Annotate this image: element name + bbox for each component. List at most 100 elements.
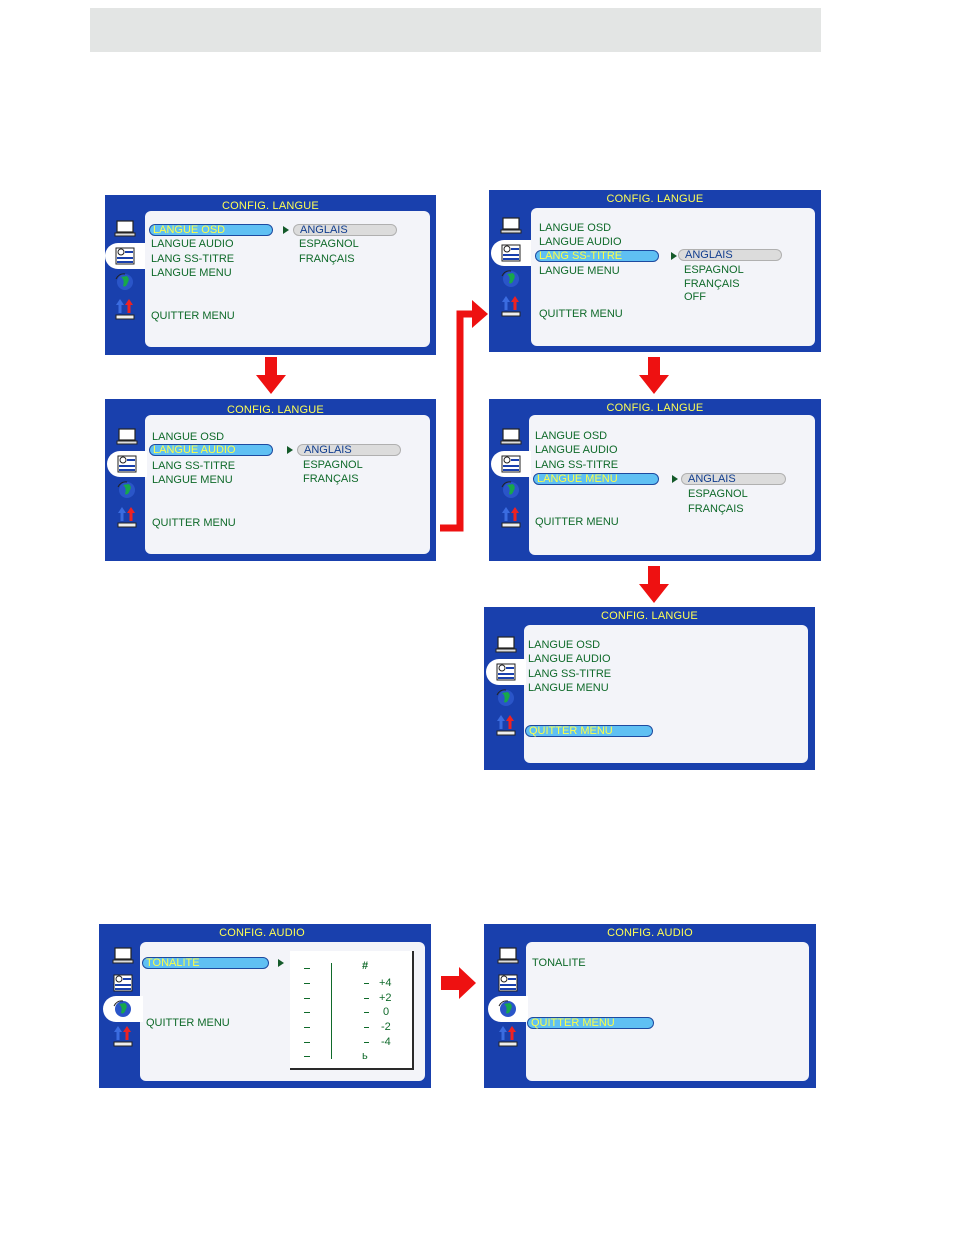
menu-item-lang-ss-titre[interactable]: LANG SS-TITRE	[535, 250, 659, 262]
selection-arrow-icon	[671, 252, 677, 260]
monitor-icon[interactable]	[103, 944, 143, 970]
menu-panel	[524, 625, 808, 763]
selection-arrow-icon	[278, 959, 284, 967]
globe-icon[interactable]	[486, 685, 526, 711]
screen-langue-osd: CONFIG. LANGUE LANGUE OSD LANGUE AUDIO L…	[105, 195, 436, 355]
menu-item-langue-audio[interactable]: LANGUE AUDIO	[149, 444, 273, 456]
person-list-icon[interactable]	[491, 240, 531, 266]
screen-langue-audio: CONFIG. LANGUE LANGUE OSD LANGUE AUDIO L…	[105, 399, 436, 561]
globe-icon[interactable]	[491, 477, 531, 503]
menu-item-quitter-menu[interactable]: QUITTER MENU	[152, 517, 236, 529]
option-espagnol[interactable]: ESPAGNOL	[688, 488, 748, 500]
speaker-arrows-icon[interactable]	[103, 1022, 143, 1048]
person-list-icon[interactable]	[486, 659, 526, 685]
menu-item-langue-osd[interactable]: LANGUE OSD	[528, 639, 601, 651]
globe-icon[interactable]	[105, 269, 145, 295]
speaker-arrows-icon[interactable]	[486, 711, 526, 737]
menu-item-lang-ss-titre[interactable]: LANG SS-TITRE	[528, 668, 612, 680]
selection-arrow-icon	[287, 446, 293, 454]
menu-item-quitter-menu[interactable]: QUITTER MENU	[151, 310, 235, 322]
menu-item-lang-ss-titre[interactable]: LANG SS-TITRE	[152, 460, 236, 472]
monitor-icon[interactable]	[105, 217, 145, 243]
screen-title: CONFIG. LANGUE	[227, 404, 324, 416]
option-francais[interactable]: FRANÇAIS	[688, 503, 744, 515]
menu-item-langue-menu[interactable]: LANGUE MENU	[528, 682, 609, 694]
screen-audio-tonalite: CONFIG. AUDIO TONALITE QUITTER MENU # +4…	[99, 924, 431, 1088]
speaker-arrows-icon[interactable]	[488, 1022, 528, 1048]
monitor-icon[interactable]	[491, 425, 531, 451]
menu-item-langue-osd[interactable]: LANGUE OSD	[535, 430, 608, 442]
eq-level-plus2: +2	[379, 992, 392, 1004]
menu-item-langue-menu[interactable]: LANGUE MENU	[152, 474, 233, 486]
menu-panel	[145, 415, 430, 554]
menu-item-langue-audio[interactable]: LANGUE AUDIO	[151, 238, 234, 250]
eq-tick	[304, 1027, 310, 1028]
menu-item-langue-audio[interactable]: LANGUE AUDIO	[535, 444, 618, 456]
menu-item-quitter-menu[interactable]: QUITTER MENU	[525, 725, 653, 737]
globe-icon[interactable]	[488, 996, 528, 1022]
person-list-icon[interactable]	[105, 243, 145, 269]
option-francais[interactable]: FRANÇAIS	[299, 253, 355, 265]
menu-item-langue-menu[interactable]: LANGUE MENU	[533, 473, 659, 485]
monitor-icon[interactable]	[107, 425, 147, 451]
eq-level-minus2: -2	[381, 1021, 391, 1033]
header-bar	[90, 8, 821, 52]
option-anglais[interactable]: ANGLAIS	[681, 473, 786, 485]
person-list-icon[interactable]	[103, 970, 143, 996]
option-anglais[interactable]: ANGLAIS	[293, 224, 397, 236]
menu-item-quitter-menu[interactable]: QUITTER MENU	[539, 308, 623, 320]
globe-icon[interactable]	[107, 477, 147, 503]
globe-icon[interactable]	[103, 996, 143, 1022]
menu-item-langue-audio[interactable]: LANGUE AUDIO	[528, 653, 611, 665]
menu-item-tonalite[interactable]: TONALITE	[142, 957, 269, 969]
flow-connector-arrow-icon	[440, 300, 488, 532]
option-espagnol[interactable]: ESPAGNOL	[299, 238, 359, 250]
menu-item-langue-menu[interactable]: LANGUE MENU	[151, 267, 232, 279]
flow-arrow-down-icon	[639, 566, 669, 603]
person-list-icon[interactable]	[107, 451, 147, 477]
eq-tick	[364, 1027, 369, 1028]
option-francais[interactable]: FRANÇAIS	[303, 473, 359, 485]
globe-icon[interactable]	[491, 266, 531, 292]
monitor-icon[interactable]	[491, 214, 531, 240]
menu-item-quitter-menu[interactable]: QUITTER MENU	[535, 516, 619, 528]
monitor-icon[interactable]	[488, 944, 528, 970]
option-anglais[interactable]: ANGLAIS	[678, 249, 782, 261]
screen-title: CONFIG. AUDIO	[607, 927, 693, 939]
eq-tick	[304, 983, 310, 984]
screen-title: CONFIG. LANGUE	[606, 402, 704, 414]
person-list-icon[interactable]	[491, 451, 531, 477]
option-espagnol[interactable]: ESPAGNOL	[684, 264, 744, 276]
eq-bottom-marker: ь	[362, 1050, 368, 1062]
speaker-arrows-icon[interactable]	[491, 292, 531, 318]
menu-item-langue-osd[interactable]: LANGUE OSD	[149, 224, 273, 236]
screen-title: CONFIG. LANGUE	[606, 193, 704, 205]
option-anglais[interactable]: ANGLAIS	[297, 444, 401, 456]
eq-tick	[304, 1056, 310, 1057]
menu-item-langue-osd[interactable]: LANGUE OSD	[152, 431, 225, 443]
screen-title: CONFIG. LANGUE	[601, 610, 698, 622]
option-francais[interactable]: FRANÇAIS	[684, 278, 740, 290]
person-list-icon[interactable]	[488, 970, 528, 996]
menu-item-lang-ss-titre[interactable]: LANG SS-TITRE	[535, 459, 619, 471]
speaker-arrows-icon[interactable]	[107, 503, 147, 529]
selection-arrow-icon	[672, 475, 678, 483]
menu-item-quitter-menu[interactable]: QUITTER MENU	[146, 1017, 230, 1029]
menu-item-tonalite[interactable]: TONALITE	[532, 957, 586, 969]
speaker-arrows-icon[interactable]	[491, 503, 531, 529]
eq-tick	[364, 1012, 369, 1013]
monitor-icon[interactable]	[486, 633, 526, 659]
menu-item-langue-menu[interactable]: LANGUE MENU	[539, 265, 620, 277]
screen-langue-menu: CONFIG. LANGUE LANGUE OSD LANGUE AUDIO L…	[489, 399, 821, 561]
speaker-arrows-icon[interactable]	[105, 295, 145, 321]
menu-item-langue-audio[interactable]: LANGUE AUDIO	[539, 236, 622, 248]
menu-item-langue-osd[interactable]: LANGUE OSD	[539, 222, 612, 234]
option-off[interactable]: OFF	[684, 291, 706, 303]
eq-level-minus4: -4	[381, 1036, 391, 1048]
tone-equalizer-panel: # +4 +2 0 -2 -4 ь	[290, 951, 414, 1070]
menu-item-quitter-menu[interactable]: QUITTER MENU	[527, 1017, 654, 1029]
eq-tick	[304, 1012, 310, 1013]
menu-item-lang-ss-titre[interactable]: LANG SS-TITRE	[151, 253, 235, 265]
option-espagnol[interactable]: ESPAGNOL	[303, 459, 363, 471]
eq-tick	[364, 983, 369, 984]
